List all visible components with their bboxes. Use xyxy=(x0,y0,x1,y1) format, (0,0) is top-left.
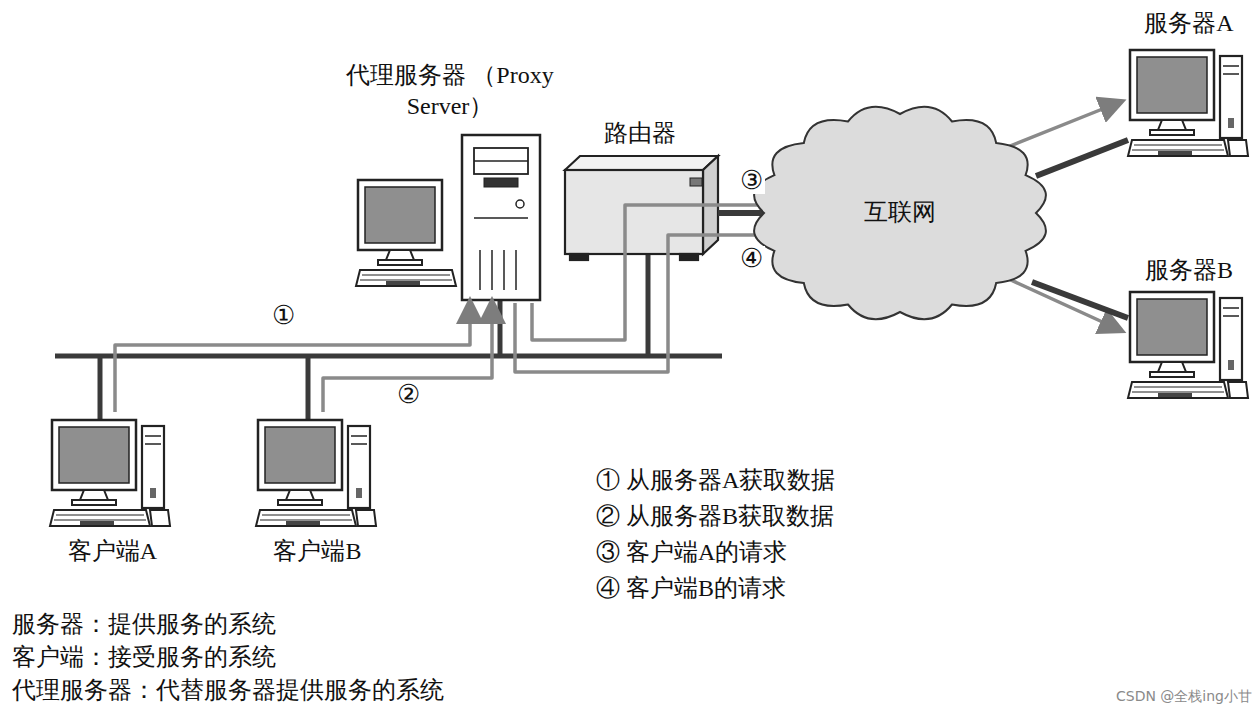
server-node: 服务器B xyxy=(1120,255,1258,405)
router-node: 路由器 xyxy=(560,118,720,260)
node-label: 路由器 xyxy=(560,118,720,149)
data-flow-arrow xyxy=(323,303,492,412)
callout-number: ② xyxy=(395,382,422,408)
callout-number: ① xyxy=(270,303,297,329)
router-box xyxy=(565,156,718,260)
internet-cloud: 互联网 xyxy=(742,92,1058,334)
network-link xyxy=(1032,282,1128,318)
node-label: 代理服务器 （Proxy Server） xyxy=(345,60,555,122)
node-label: 客户端A xyxy=(45,536,180,567)
server-b-computer xyxy=(1128,292,1248,398)
data-flow-arrow xyxy=(532,102,1120,340)
server-node: 服务器A xyxy=(1120,8,1258,163)
network-link xyxy=(1036,140,1128,176)
data-flow-arrow xyxy=(115,303,470,412)
definition-note: 代理服务器：代替服务器提供服务的系统 xyxy=(12,676,444,705)
watermark: CSDN @全栈ing小甘 xyxy=(1116,688,1252,705)
legend-note: ③ 客户端A的请求 xyxy=(596,538,787,567)
legend-note: ① 从服务器A获取数据 xyxy=(596,466,835,495)
node-label: 客户端B xyxy=(250,536,385,567)
node-label: 互联网 xyxy=(742,197,1058,228)
definition-note: 服务器：提供服务的系统 xyxy=(12,610,276,639)
client-node: 客户端B xyxy=(250,412,385,567)
server-a-computer xyxy=(1128,50,1248,156)
proxy-tower xyxy=(462,135,540,300)
legend-note: ④ 客户端B的请求 xyxy=(596,574,786,603)
definition-note: 客户端：接受服务的系统 xyxy=(12,643,276,672)
proxy-server-node: 代理服务器 （Proxy Server） xyxy=(345,60,555,303)
callout-number: ③ xyxy=(738,168,765,194)
legend-note: ② 从服务器B获取数据 xyxy=(596,502,834,531)
client-a-computer xyxy=(50,420,170,526)
node-label: 服务器A xyxy=(1120,8,1258,39)
client-node: 客户端A xyxy=(45,412,180,567)
client-b-computer xyxy=(256,420,376,526)
callout-number: ④ xyxy=(738,246,765,272)
proxy-monitor xyxy=(356,180,456,286)
node-label: 服务器B xyxy=(1120,255,1258,286)
